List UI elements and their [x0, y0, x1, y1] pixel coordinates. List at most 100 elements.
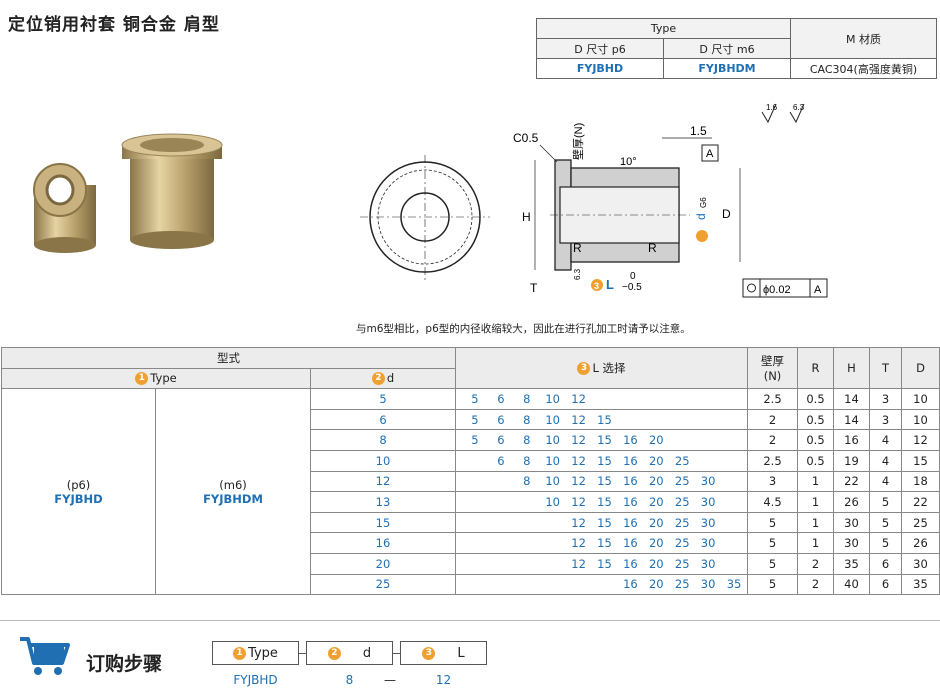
p6-header: D 尺寸 p6	[536, 38, 664, 59]
l-option	[721, 536, 747, 550]
l-option: 16	[623, 577, 638, 592]
t-value: 3	[869, 408, 902, 431]
d-value: 12	[901, 429, 940, 451]
num-2: 2	[371, 372, 385, 386]
l-option: 16	[623, 536, 638, 551]
l-option: 20	[648, 515, 664, 530]
l-option: 8	[523, 433, 531, 448]
d-value: 25	[901, 511, 940, 534]
l-select-label: L 选择	[592, 361, 626, 376]
d-value: 26	[901, 532, 940, 554]
l-option	[514, 577, 540, 591]
num-1: 1	[233, 646, 247, 660]
l-option	[721, 557, 747, 571]
l-option: 12	[571, 433, 586, 448]
h-value: 35	[833, 552, 870, 575]
wall-header: 壁厚(N)	[747, 346, 798, 390]
r-value: 0.5	[797, 429, 834, 451]
type-material-table: Type M 材质 D 尺寸 p6 D 尺寸 m6 FYJBHD FYJBHDM…	[536, 18, 937, 79]
order-sep: —	[384, 673, 396, 687]
l-option: 6	[497, 433, 505, 448]
d-value: 18	[901, 470, 940, 493]
d-value: 25	[310, 573, 456, 596]
l-option: 16	[623, 494, 638, 509]
l-option: 6	[497, 391, 505, 406]
dim-l: L	[606, 277, 614, 292]
d-value: 15	[901, 449, 940, 472]
l-option: 15	[597, 453, 612, 468]
product-photo	[33, 133, 223, 253]
l-option	[488, 474, 514, 488]
dim-h: H	[522, 210, 531, 224]
flanged-bushing	[121, 133, 223, 249]
n-value: 2	[747, 408, 798, 431]
l-option	[721, 454, 747, 468]
l-option	[721, 474, 747, 488]
m6-label: (m6)	[219, 477, 247, 492]
n-value: 5	[747, 532, 798, 554]
l-option: 6	[497, 453, 505, 468]
l-option	[695, 413, 721, 427]
material-header: M 材质	[790, 18, 937, 59]
d-value: 35	[901, 573, 940, 596]
l-option: 6	[497, 412, 505, 427]
l-option	[721, 516, 747, 530]
l-option: 20	[648, 556, 664, 571]
p6-code: FYJBHD	[54, 491, 103, 506]
num-3: 3	[577, 362, 591, 376]
h-value: 26	[833, 491, 870, 513]
l-option: 12	[571, 515, 586, 530]
roughness-1: 1.6	[766, 103, 778, 112]
p6-cell: (p6)FYJBHD	[1, 388, 156, 596]
order-d-label: d	[362, 645, 372, 661]
h-value: 30	[833, 511, 870, 534]
l-tol-upper: 0	[630, 271, 636, 282]
r-value: 1	[797, 491, 834, 513]
l-option	[669, 392, 695, 406]
l-option: 10	[545, 453, 560, 468]
l-option: 5	[471, 433, 479, 448]
order-type-label: Type	[248, 645, 278, 661]
h-value: 16	[833, 429, 870, 451]
material-value: CAC304(高强度黄铜)	[790, 58, 937, 79]
t-value: 5	[869, 511, 902, 534]
h-value: 30	[833, 532, 870, 554]
type-header: Type	[536, 18, 791, 39]
note-text: 与m6型相比，p6型的内径收缩较大，因此在进行孔加工时请予以注意。	[356, 323, 691, 335]
dim-d: d	[694, 213, 708, 220]
h-value: 22	[833, 470, 870, 493]
t-value: 3	[869, 388, 902, 410]
order-l-value: 12	[435, 673, 452, 687]
d-value: 16	[310, 532, 456, 554]
l-option: 25	[674, 474, 690, 489]
r-label-1: R	[573, 241, 582, 255]
r-value: 0.5	[797, 388, 834, 410]
l-option	[514, 495, 540, 509]
l-option: 5	[471, 391, 479, 406]
l-option: 16	[623, 556, 638, 571]
d-header-outer: D	[901, 346, 940, 390]
roughness-bottom: 6.3	[573, 268, 582, 280]
d-value: 12	[310, 470, 456, 493]
l-option	[488, 577, 514, 591]
r-value: 0.5	[797, 449, 834, 472]
l-option	[592, 577, 618, 591]
t-value: 6	[869, 573, 902, 596]
page-title: 定位销用衬套 铜合金 肩型	[8, 15, 220, 35]
l-option	[488, 495, 514, 509]
technical-drawing: R R C0.5 壁厚(N) 1.5 10° A d G6 H D T 3 L …	[360, 103, 828, 298]
l-option: 12	[571, 412, 586, 427]
m6-header: D 尺寸 m6	[663, 38, 791, 59]
l-option: 25	[674, 453, 690, 468]
wall-label: 壁厚(N)	[571, 123, 585, 160]
t-value: 6	[869, 552, 902, 575]
l-option: 25	[674, 494, 690, 509]
m6-code: FYJBHDM	[663, 58, 791, 79]
